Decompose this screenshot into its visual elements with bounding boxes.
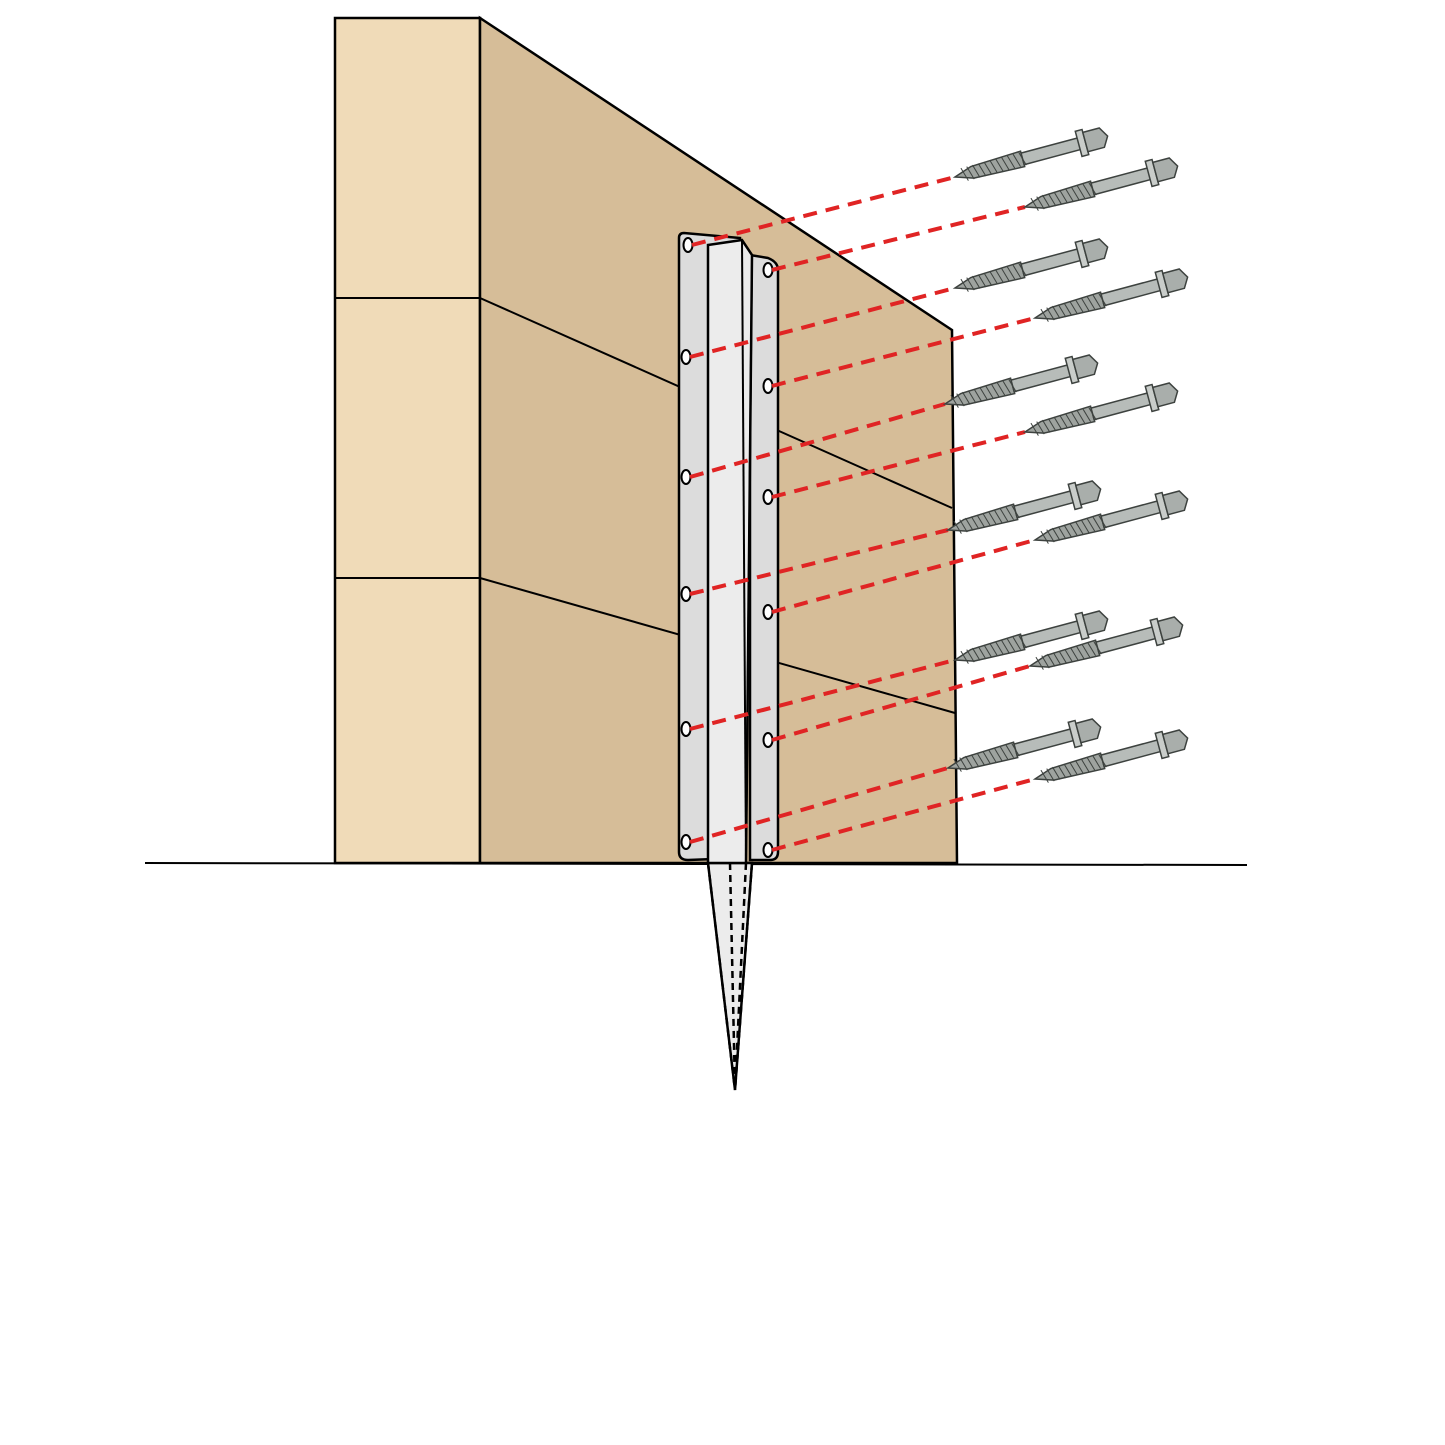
bolt-hole-icon	[762, 842, 774, 858]
bolt-hole-icon	[680, 834, 692, 850]
bracket-right-flange	[748, 253, 780, 862]
underground-stake	[706, 861, 754, 1091]
screw-set	[940, 122, 1192, 793]
bolt-hole-icon	[762, 489, 774, 505]
bolt-hole-icon	[680, 469, 692, 485]
hex-head-screw-icon	[1030, 485, 1192, 554]
hex-head-screw-icon	[943, 713, 1105, 782]
bolt-hole-icon	[762, 378, 774, 394]
hex-head-screw-icon	[950, 233, 1112, 302]
screw-guide-line	[771, 430, 1026, 499]
bolt-hole-icon	[762, 262, 774, 278]
hex-head-screw-icon	[950, 605, 1112, 674]
hex-head-screw-icon	[1020, 152, 1182, 221]
bolt-hole-icon	[680, 349, 692, 365]
hex-head-screw-icon	[1025, 611, 1187, 680]
bolt-hole-icon	[762, 604, 774, 620]
hex-head-screw-icon	[1030, 724, 1192, 793]
hex-head-screw-icon	[1030, 263, 1192, 332]
sleeper-front-face	[333, 16, 482, 865]
hex-head-screw-icon	[940, 349, 1102, 418]
bolt-hole-icon	[680, 721, 692, 737]
hex-head-screw-icon	[943, 475, 1105, 544]
bracket-holes	[680, 237, 774, 858]
steel-bracket	[677, 231, 780, 865]
hex-head-screw-icon	[950, 122, 1112, 191]
sleeper-wall	[333, 15, 959, 865]
hex-head-screw-icon	[1020, 377, 1182, 446]
bolt-hole-icon	[682, 237, 694, 253]
screw-guide-lines	[689, 175, 1036, 852]
screw-guide-line	[771, 205, 1026, 272]
bolt-hole-icon	[680, 586, 692, 602]
bolt-hole-icon	[762, 732, 774, 748]
